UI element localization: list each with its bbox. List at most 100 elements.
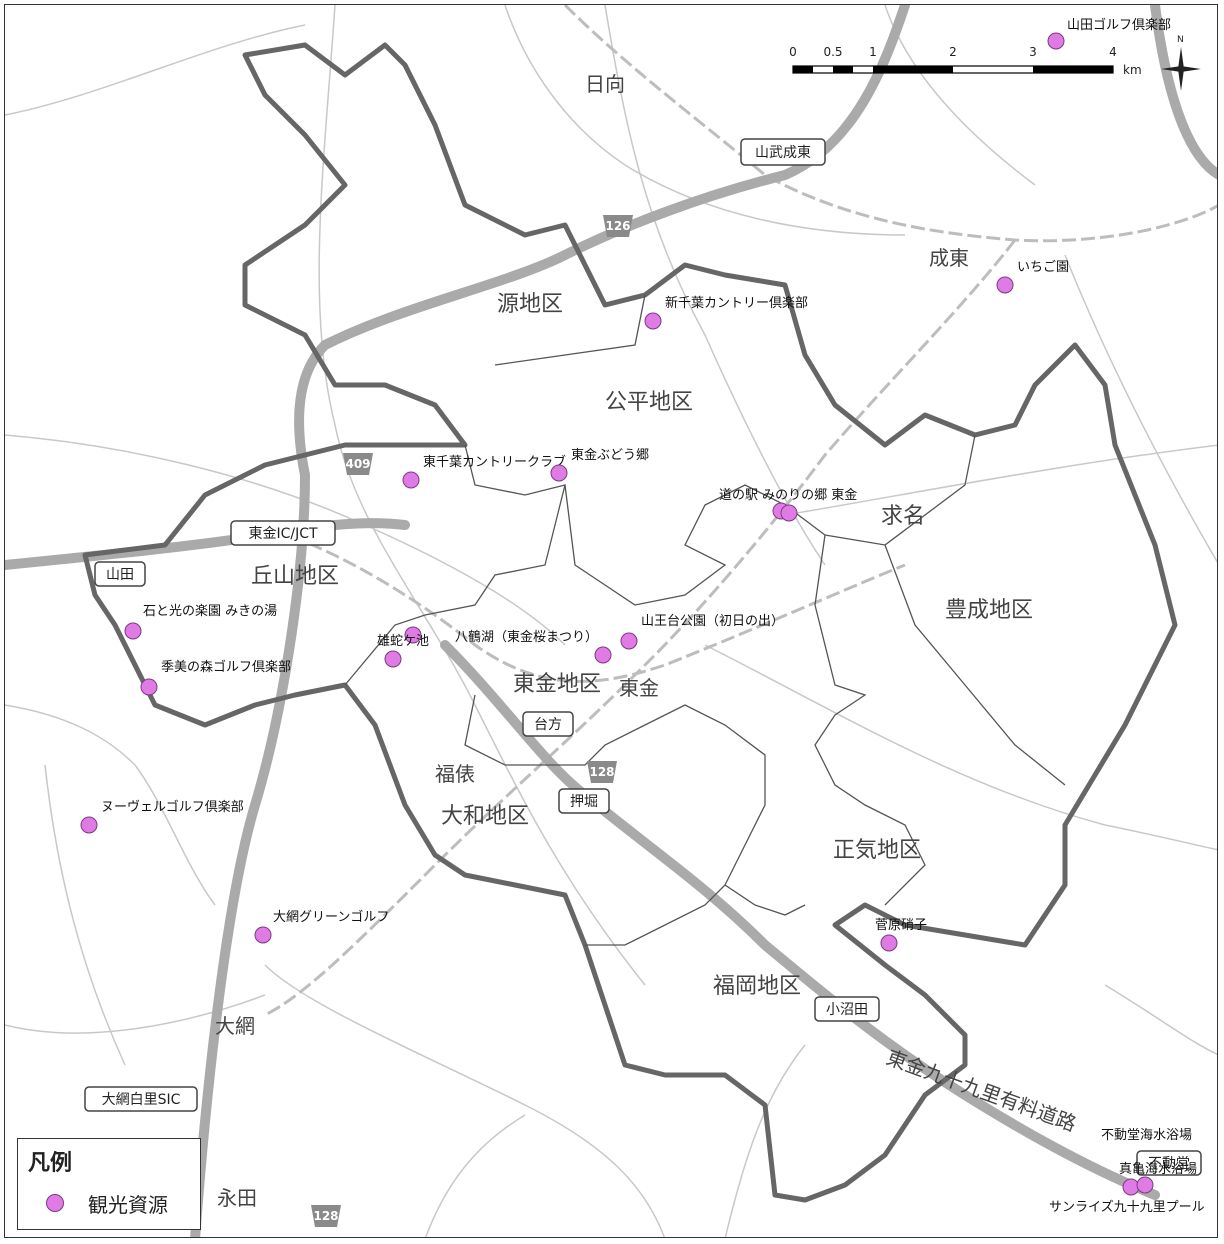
interchange-label: 不動堂 <box>1136 1150 1202 1176</box>
district-boundaries <box>344 294 1066 946</box>
district-label: 公平地区 <box>605 390 693 415</box>
district-label: 福岡地区 <box>713 974 801 999</box>
poi-label: 大網グリーンゴルフ <box>273 909 389 925</box>
legend-item-label: 観光資源 <box>88 1193 168 1217</box>
poi-label: 不動堂海水浴場 <box>1101 1128 1192 1143</box>
scale-unit: km <box>1123 63 1142 77</box>
road-name-label: 東金九十九里有料道路 <box>883 1045 1079 1136</box>
interchange-label: 小沼田 <box>814 996 880 1022</box>
svg-text:128: 128 <box>589 765 614 779</box>
legend: 凡例 観光資源 <box>17 1138 201 1230</box>
district-label: 源地区 <box>497 292 563 317</box>
poi-marker[interactable]: 東金ぶどう郷 <box>550 447 649 482</box>
route-126-shield: 126 <box>603 215 633 237</box>
scale-bar-graphic <box>792 65 1114 74</box>
poi-marker[interactable]: 季美の森ゴルフ倶楽部 <box>140 659 291 696</box>
scale-tick: 2 <box>949 45 957 59</box>
poi-marker[interactable]: 真亀海水浴場 <box>1119 1162 1197 1196</box>
route-shields: 126 409 128 128 <box>311 215 633 1227</box>
place-label: 永田 <box>217 1186 257 1210</box>
place-label: 成東 <box>929 246 969 270</box>
tourism-pois: 山田ゴルフ倶楽部 いちご園 新千葉カントリー倶楽部 東千葉カントリークラブ 東金… <box>80 17 1205 1215</box>
district-label: 豊成地区 <box>945 598 1033 623</box>
district-label: 正気地区 <box>833 838 921 863</box>
poi-label: 石と光の楽園 みきの湯 <box>143 603 277 619</box>
poi-marker[interactable]: 山田ゴルフ倶楽部 <box>1047 17 1171 50</box>
legend-title: 凡例 <box>28 1151 73 1176</box>
scale-tick: 1 <box>869 45 877 59</box>
poi-marker[interactable]: 山王台公園（初日の出） <box>620 614 784 650</box>
district-label: 東金地区 <box>513 672 601 697</box>
svg-text:山武成東: 山武成東 <box>755 145 811 161</box>
svg-text:押堀: 押堀 <box>570 794 598 810</box>
poi-marker[interactable]: ヌーヴェルゴルフ倶楽部 <box>80 799 244 834</box>
poi-marker[interactable]: 東千葉カントリークラブ <box>402 454 566 489</box>
compass-rose-icon <box>1161 47 1201 91</box>
district-label: 丘山地区 <box>251 564 339 589</box>
poi-label: 道の駅 みのりの郷 東金 <box>719 487 857 503</box>
poi-label: 八鶴湖（東金桜まつり） <box>455 629 598 645</box>
poi-label: いちご園 <box>1017 259 1069 275</box>
poi-marker[interactable]: 菅原硝子 <box>875 918 927 952</box>
interchange-labels: 山武成東 東金IC/JCT 山田 台方 押堀 小沼田 大網白里SIC 不動堂 <box>84 138 1202 1176</box>
compass-north-label: N <box>1177 35 1184 45</box>
poi-marker[interactable]: サンライズ九十九里プール <box>1049 1199 1205 1215</box>
interchange-label: 台方 <box>522 711 574 737</box>
scale-tick: 0 <box>789 45 797 59</box>
svg-text:小沼田: 小沼田 <box>826 1002 868 1018</box>
poi-label: 真亀海水浴場 <box>1119 1162 1197 1177</box>
poi-label: 東金ぶどう郷 <box>571 447 649 463</box>
poi-label: 東千葉カントリークラブ <box>423 454 566 470</box>
route-128-shield-south: 128 <box>311 1205 341 1227</box>
svg-text:大網白里SIC: 大網白里SIC <box>102 1092 181 1108</box>
railways <box>254 5 1217 1017</box>
poi-marker[interactable]: 新千葉カントリー倶楽部 <box>644 295 808 330</box>
map-canvas: 126 409 128 128 源地区 公平地区 丘山地区 東金地区 豊成地区 … <box>5 5 1217 1237</box>
place-label: 東金 <box>619 676 659 700</box>
expressways <box>5 5 1217 1237</box>
svg-text:409: 409 <box>345 457 370 471</box>
place-label: 福俵 <box>435 762 475 786</box>
poi-marker[interactable]: 雄蛇ケ池 <box>377 626 429 668</box>
scale-bar: 0 0.5 1 2 3 4 km <box>787 45 1147 85</box>
svg-text:不動堂: 不動堂 <box>1148 1156 1190 1172</box>
poi-marker[interactable]: いちご園 <box>996 259 1069 294</box>
interchange-label: 山武成東 <box>740 138 826 166</box>
place-label: 日向 <box>585 72 625 96</box>
poi-marker[interactable]: 道の駅 みのりの郷 東金 <box>719 487 857 522</box>
route-128-shield-north: 128 <box>587 761 617 783</box>
poi-marker[interactable]: 八鶴湖（東金桜まつり） <box>455 629 612 664</box>
road-network <box>5 5 1217 1237</box>
poi-label: 山田ゴルフ倶楽部 <box>1067 17 1171 33</box>
city-boundary <box>82 42 1178 1203</box>
poi-label: ヌーヴェルゴルフ倶楽部 <box>101 799 244 815</box>
poi-label: 新千葉カントリー倶楽部 <box>665 295 808 311</box>
north-arrow-icon: N <box>1159 35 1203 91</box>
district-labels: 源地区 公平地区 丘山地区 東金地区 豊成地区 大和地区 正気地区 福岡地区 求… <box>251 292 1033 999</box>
interchange-label: 押堀 <box>558 788 610 814</box>
svg-text:128: 128 <box>313 1209 338 1223</box>
interchange-label: 山田 <box>94 561 146 587</box>
poi-label: 山王台公園（初日の出） <box>641 614 784 629</box>
map-frame: 126 409 128 128 源地区 公平地区 丘山地区 東金地区 豊成地区 … <box>4 4 1218 1238</box>
legend-poi-symbol <box>46 1194 64 1212</box>
scale-tick: 3 <box>1029 45 1037 59</box>
route-409-shield: 409 <box>343 453 373 475</box>
poi-marker[interactable]: 大網グリーンゴルフ <box>254 909 389 944</box>
svg-text:山田: 山田 <box>106 567 134 583</box>
poi-marker[interactable]: 不動堂海水浴場 <box>1101 1128 1192 1143</box>
place-labels: 日向 成東 東金 福俵 大網 永田 <box>215 72 969 1210</box>
scale-tick: 4 <box>1109 45 1117 59</box>
district-label: 求名 <box>881 504 925 529</box>
svg-text:126: 126 <box>605 219 630 233</box>
poi-label: 雄蛇ケ池 <box>377 634 429 649</box>
poi-marker[interactable]: 石と光の楽園 みきの湯 <box>124 603 277 640</box>
interchange-label: 東金IC/JCT <box>230 520 336 546</box>
poi-label: サンライズ九十九里プール <box>1049 1199 1205 1215</box>
svg-text:台方: 台方 <box>534 717 562 733</box>
district-label: 大和地区 <box>441 804 529 829</box>
svg-text:東金IC/JCT: 東金IC/JCT <box>248 526 318 542</box>
scale-tick: 0.5 <box>823 45 843 59</box>
interchange-label: 大網白里SIC <box>84 1086 198 1112</box>
poi-label: 菅原硝子 <box>875 918 927 933</box>
